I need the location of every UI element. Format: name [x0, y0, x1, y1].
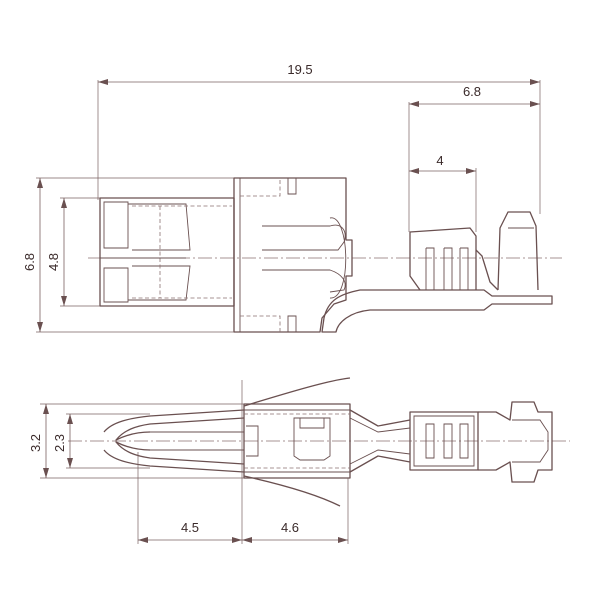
dim-overall-length: 19.5: [98, 62, 540, 85]
dim-wire-crimp-length: 4: [409, 153, 476, 174]
dim-label-body-width: 2.3: [52, 434, 67, 452]
dim-label-body-height: 4.8: [46, 253, 61, 271]
dim-label-wire-crimp-length: 4: [436, 153, 443, 168]
dim-crimp-section-length: 6.8: [409, 84, 540, 107]
top-insulation-crimp: [478, 401, 553, 483]
dim-body-length: 4.6: [242, 520, 348, 543]
side-insulation-crimp: [497, 211, 539, 291]
dim-overall-height: 6.8: [22, 178, 43, 332]
dim-label-overall-width: 3.2: [28, 434, 43, 452]
dim-label-overall-height: 6.8: [22, 253, 37, 271]
dim-label-body-length: 4.6: [281, 520, 299, 535]
top-body: [243, 403, 351, 479]
top-view: 3.2 2.3 4.5 4.6: [28, 377, 570, 544]
top-transition: [349, 409, 411, 473]
dim-body-height: 4.8: [46, 198, 67, 306]
dim-label-crimp-section-length: 6.8: [463, 84, 481, 99]
dim-overall-width: 3.2: [28, 404, 49, 478]
side-body: [233, 177, 353, 333]
dim-label-contact-length: 4.5: [181, 520, 199, 535]
dim-body-width: 2.3: [52, 414, 73, 468]
side-view: 19.5 6.8 4 6.8 4.8: [22, 62, 562, 333]
side-wire-crimp: [409, 227, 499, 291]
dim-contact-length: 4.5: [138, 520, 242, 543]
top-contact-springs: [103, 377, 351, 507]
side-contact-box: [99, 197, 235, 307]
dim-label-overall-length: 19.5: [287, 62, 312, 77]
side-crimp-base: [321, 289, 553, 333]
